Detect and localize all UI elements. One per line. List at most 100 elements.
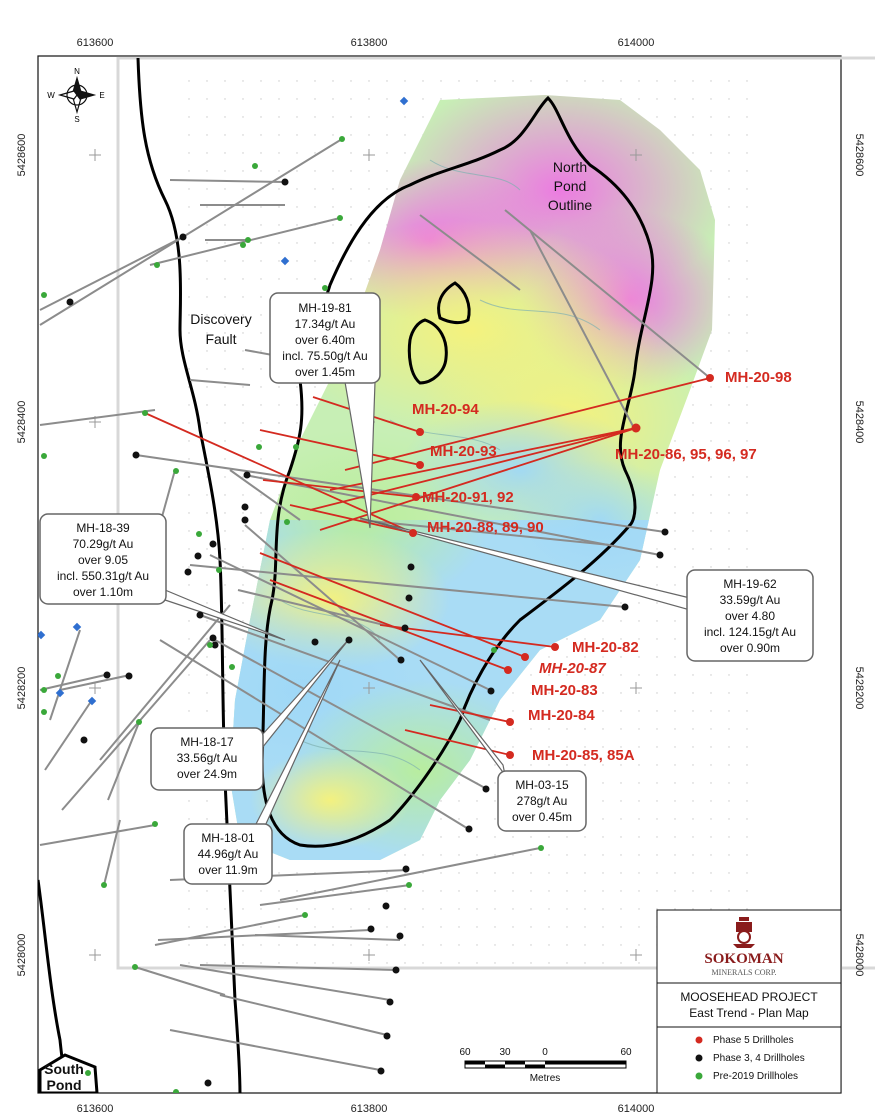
easting-labels-top: 613600 613800 614000 (77, 37, 655, 49)
northing-label: 5428000 (16, 934, 28, 977)
callout-line: over 24.9m (177, 767, 237, 781)
compass-s: S (74, 115, 79, 124)
easting-label: 613800 (351, 37, 388, 49)
hole-label-mh-20-84: MH-20-84 (528, 707, 595, 724)
inner-contour (437, 281, 471, 325)
callout-line: over 9.05 (78, 553, 128, 567)
hole-label-mh-20-98: MH-20-98 (725, 369, 792, 386)
callout-line: over 11.9m (198, 863, 257, 877)
callout-line: 278g/t Au (517, 794, 568, 808)
title-block: SOKOMAN MINERALS CORP. MOOSEHEAD PROJECT… (656, 909, 842, 1094)
drill-traces-grey (39, 138, 711, 1071)
easting-label: 614000 (618, 1103, 655, 1115)
northing-labels-right: 5428600 5428400 5428200 5428000 (853, 134, 865, 977)
south-pond-label-line: Pond (47, 1077, 82, 1093)
discovery-fault-label: Discovery Fault (190, 311, 251, 347)
easting-label: 613800 (351, 1103, 388, 1115)
callout-line: MH-03-15 (515, 778, 569, 792)
discovery-fault-line (136, 57, 242, 1093)
hole-label-mh-20-83: MH-20-83 (531, 682, 598, 699)
phase5-hole-labels: MH-20-98 MH-20-94 MH-20-93 MH-20-86, 95,… (412, 369, 792, 764)
scale-tick-label: 0 (542, 1047, 548, 1058)
collars-pre2019 (41, 136, 544, 1093)
company-subtitle: MINERALS CORP. (712, 968, 777, 977)
callout-leaders (164, 381, 691, 827)
northing-label: 5428400 (853, 401, 865, 444)
callout-line: MH-19-81 (298, 301, 352, 315)
legend-label: Phase 3, 4 Drillholes (713, 1053, 805, 1064)
scale-tick-label: 30 (499, 1047, 511, 1058)
legend: Phase 5 Drillholes Phase 3, 4 Drillholes… (695, 1035, 805, 1082)
inner-contour (407, 318, 448, 385)
scale-tick-label: 60 (620, 1047, 632, 1058)
project-title: MOOSEHEAD PROJECT (680, 990, 818, 1004)
callout-line: incl. 75.50g/t Au (282, 349, 367, 363)
northing-labels-left: 5428600 5428400 5428200 5428000 (16, 134, 28, 977)
callout-line: over 1.10m (73, 585, 133, 599)
collars-phase5 (409, 374, 714, 759)
callout-line: MH-18-01 (201, 831, 255, 845)
easting-label: 613600 (77, 37, 114, 49)
compass-w: W (47, 91, 55, 100)
callout-mh-19-62: MH-19-62 33.59g/t Au over 4.80 incl. 124… (686, 569, 814, 662)
south-pond-label: South Pond (44, 1061, 84, 1093)
northing-label: 5428200 (16, 667, 28, 710)
north-pond-label: North Pond Outline (548, 159, 593, 213)
company-name: SOKOMAN (704, 951, 783, 967)
claim-boundary (116, 56, 875, 970)
hole-label-mh-20-94: MH-20-94 (412, 401, 479, 418)
north-pond-label-line: North (553, 159, 587, 175)
compass-icon (57, 75, 97, 115)
hole-label-mh-20-87: MH-20-87 (539, 660, 606, 677)
northing-label: 5428200 (853, 667, 865, 710)
callout-mh-19-81: MH-19-81 17.34g/t Au over 6.40m incl. 75… (269, 292, 381, 384)
north-pond-label-line: Outline (548, 197, 593, 213)
callout-mh-03-15: MH-03-15 278g/t Au over 0.45m (497, 770, 587, 832)
north-pond-outline (260, 95, 655, 848)
callout-line: over 0.90m (720, 641, 780, 655)
callout-line: MH-19-62 (723, 577, 777, 591)
north-pond-label-line: Pond (554, 178, 587, 194)
callout-mh-18-17: MH-18-17 33.56g/t Au over 24.9m (150, 727, 264, 791)
south-pond-label-line: South (44, 1061, 84, 1077)
callout-line: over 0.45m (512, 810, 572, 824)
northing-label: 5428600 (16, 134, 28, 177)
callout-line: over 1.45m (295, 365, 355, 379)
northing-label: 5428000 (853, 934, 865, 977)
legend-item-phase34: Phase 3, 4 Drillholes (695, 1053, 805, 1064)
easting-label: 614000 (618, 37, 655, 49)
easting-labels-bottom: 613600 613800 614000 (77, 1103, 655, 1115)
hole-label-mh-20-88: MH-20-88, 89, 90 (427, 519, 544, 536)
hole-label-mh-20-82: MH-20-82 (572, 639, 639, 656)
sokoman-logo-icon (733, 917, 755, 948)
callout-line: MH-18-39 (76, 521, 130, 535)
collars-phase34 (66, 178, 669, 1087)
compass-e: E (99, 91, 104, 100)
callout-line: 33.56g/t Au (177, 751, 238, 765)
callout-line: over 4.80 (725, 609, 775, 623)
callout-line: MH-18-17 (180, 735, 234, 749)
scale-bar: 60 30 0 60 Metres (459, 1047, 632, 1084)
callout-line: over 6.40m (295, 333, 355, 347)
callout-line: 17.34g/t Au (295, 317, 356, 331)
hole-label-mh-20-85: MH-20-85, 85A (532, 747, 635, 764)
scale-unit: Metres (530, 1073, 561, 1084)
northing-label: 5428600 (853, 134, 865, 177)
callout-mh-18-01: MH-18-01 44.96g/t Au over 11.9m (183, 823, 273, 885)
callout-mh-18-39: MH-18-39 70.29g/t Au over 9.05 incl. 550… (39, 513, 167, 605)
callout-line: 44.96g/t Au (198, 847, 259, 861)
discovery-fault-label-line: Fault (205, 331, 236, 347)
legend-label: Phase 5 Drillholes (713, 1035, 794, 1046)
scale-tick-label: 60 (459, 1047, 471, 1058)
legend-item-pre2019: Pre-2019 Drillholes (695, 1071, 798, 1082)
hole-label-mh-20-86: MH-20-86, 95, 96, 97 (615, 446, 757, 463)
compass-n: N (74, 67, 80, 76)
legend-item-phase5: Phase 5 Drillholes (695, 1035, 794, 1046)
discovery-fault-label-line: Discovery (190, 311, 251, 327)
callout-line: 70.29g/t Au (73, 537, 134, 551)
hole-label-mh-20-93: MH-20-93 (430, 443, 497, 460)
easting-label: 613600 (77, 1103, 114, 1115)
north-arrow: N S E W (47, 67, 104, 124)
northing-label: 5428400 (16, 401, 28, 444)
